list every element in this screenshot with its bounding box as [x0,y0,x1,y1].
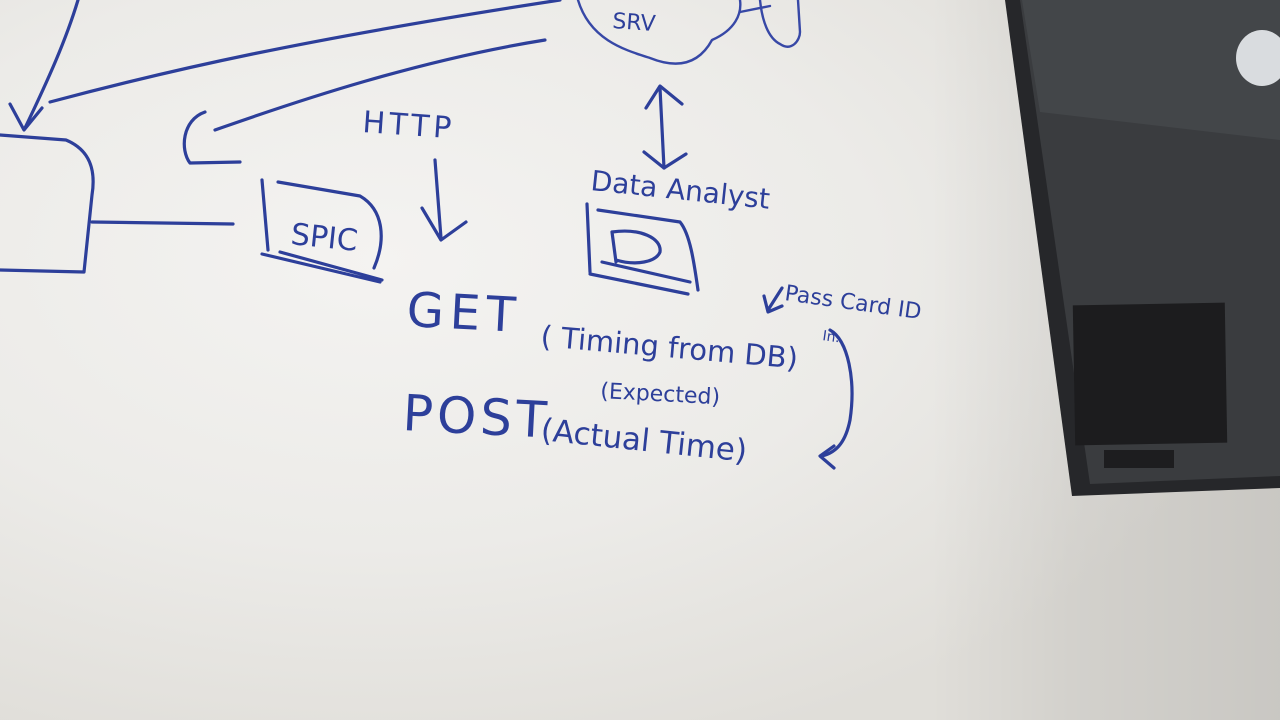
srv-cloud [576,0,742,65]
post-label: POST [401,384,552,450]
right-bracket-arrow [820,328,854,458]
computer-icon [585,202,700,296]
arrow-to-left-box [23,0,80,130]
computer-screen-glyph [610,229,662,265]
right-bracket-arrow-head [818,444,836,470]
spic-box [260,178,384,284]
lamp-reflection [1236,30,1280,86]
expected-label: (Expected) [600,379,721,410]
double-arrow-bottom [642,150,688,170]
arrow-head-left-box [8,102,44,132]
left-box [0,133,95,274]
double-arrow [658,86,666,170]
http-arrow-head [420,206,468,242]
get-detail-label: ( Timing from DB) [539,319,799,375]
diagonal-line-1 [48,0,562,104]
pass-card-arrow [762,286,784,314]
post-detail-label: (Actual Time) [539,412,749,469]
pass-card-label: Pass Card ID [783,281,923,325]
in-label: In. [821,328,841,346]
get-label: GET [405,282,523,344]
data-analyst-label: Data Analyst [589,164,771,216]
wall-monitor [1005,0,1280,496]
bracket [182,110,242,165]
http-label: HTTP [361,105,456,146]
connector-line [90,220,235,226]
spic-label: SPIC [289,217,359,259]
diagonal-line-2 [213,38,547,132]
database-cylinder [738,0,802,48]
srv-label: SRV [612,9,657,37]
http-arrow [433,158,443,240]
double-arrow-top [644,84,684,110]
